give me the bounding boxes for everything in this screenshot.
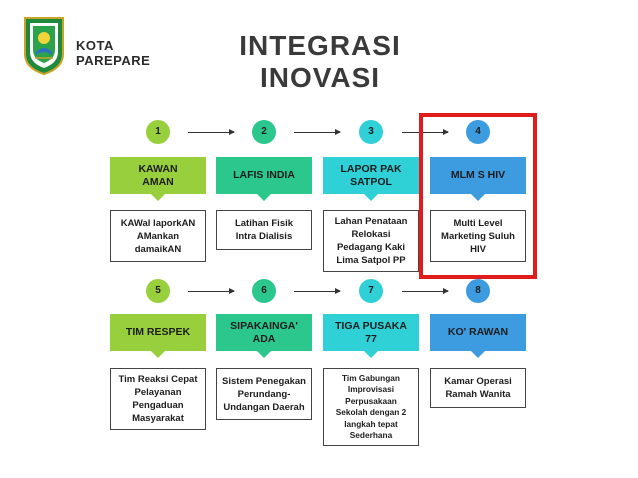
desc-line: Pelayanan [134, 387, 182, 398]
desc-line: Intra Dialisis [235, 231, 293, 242]
desc-line: Undangan Daerah [223, 401, 305, 413]
highlight-box [419, 113, 537, 279]
desc-line: Lima Satpol PP [336, 255, 406, 266]
step-number-6: 6 [252, 279, 276, 303]
city-line2: PAREPARE [76, 53, 151, 68]
desc-line: Sekolah dengan 2 [335, 407, 407, 417]
banner-line: SIPAKAINGA' [230, 319, 298, 332]
banner-line: SATPOL [350, 175, 392, 188]
desc-line: Multi Level [453, 217, 503, 229]
step-number-7: 7 [359, 279, 383, 303]
desc-line: Perundang- [237, 388, 291, 400]
desc-line: Tim Reaksi Cepat [118, 374, 198, 385]
desc-line: Pengaduan [132, 400, 184, 411]
title-line1: INTEGRASI [239, 30, 401, 61]
desc-line: HIV [470, 243, 486, 255]
desc-line: langkah tepat [344, 418, 398, 429]
parepare-emblem [22, 14, 66, 76]
innovation-banner-ko-rawan: KO' RAWAN [430, 314, 526, 358]
desc-line: Masyarakat [132, 413, 184, 424]
step-number-1: 1 [146, 120, 170, 144]
banner-line: TIGA PUSAKA [335, 319, 407, 332]
desc-line: Pedagang Kaki [336, 242, 406, 253]
desc-line: Relokasi [351, 229, 391, 240]
desc-line: Sistem Penegakan [222, 375, 306, 387]
city-name: KOTA PAREPARE [76, 38, 150, 68]
innovation-banner-tim-respek: TIM RESPEK [110, 314, 206, 358]
banner-line: LAPOR PAK [340, 162, 402, 175]
desc-line: Perpusakaan [345, 395, 397, 406]
desc-line: Ramah Wanita [445, 389, 511, 400]
page-title: INTEGRASI INOVASI [200, 30, 440, 94]
step-number-5: 5 [146, 279, 170, 303]
innovation-banner-lafis-india: LAFIS INDIA [216, 157, 312, 201]
innovation-banner-sipakainga-ada: SIPAKAINGA'ADA [216, 314, 312, 358]
innovation-banner-mlm-s-hiv: MLM S HIV [430, 157, 526, 201]
banner-line: 77 [365, 332, 377, 345]
step-number-8: 8 [466, 279, 490, 303]
banner-line: ADA [252, 332, 276, 345]
banner-line: AMAN [142, 175, 174, 188]
step-number-4: 4 [466, 120, 490, 144]
banner-line: TIM RESPEK [125, 326, 191, 338]
flow-arrow [402, 288, 449, 294]
desc-line: Kamar Operasi [444, 376, 512, 387]
step-number-2: 2 [252, 120, 276, 144]
banner-line: MLM S HIV [450, 169, 506, 181]
title-line2: INOVASI [259, 62, 381, 93]
desc-line: KAWal laporkAN [120, 217, 196, 229]
desc-line: AMankan [136, 230, 180, 242]
flow-arrow [188, 288, 235, 294]
banner-line: KO' RAWAN [447, 326, 509, 338]
step-number-3: 3 [359, 120, 383, 144]
desc-line: Improvisasi [347, 384, 395, 394]
desc-line: damaikAN [134, 243, 182, 255]
flow-arrow [294, 288, 341, 294]
desc-line: Tim Gabungan [342, 372, 400, 383]
flow-arrow [402, 129, 449, 135]
desc-line: Lahan Penataan [334, 216, 408, 227]
desc-line: Latihan Fisik [234, 218, 294, 229]
desc-line: Marketing Suluh [441, 230, 515, 242]
desc-line: Sederhana [349, 430, 393, 440]
flow-arrow [294, 129, 341, 135]
banner-line: KAWAN [138, 162, 178, 175]
city-line1: KOTA [76, 38, 114, 53]
banner-line: LAFIS INDIA [233, 169, 295, 181]
flow-arrow [188, 129, 235, 135]
